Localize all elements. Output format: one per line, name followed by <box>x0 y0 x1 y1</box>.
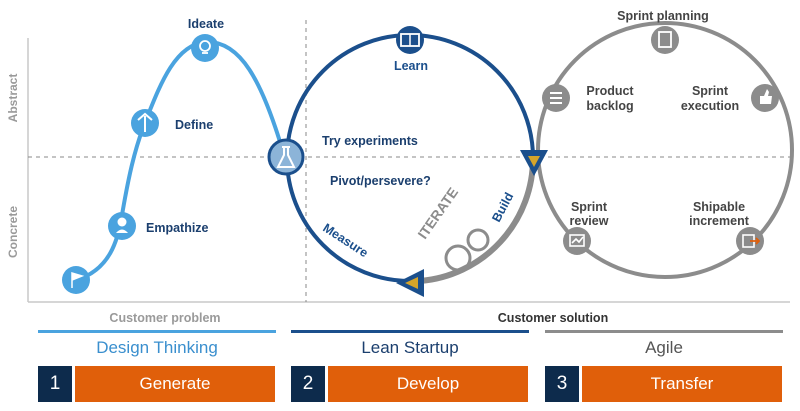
label-ideate: Ideate <box>188 17 224 31</box>
node-start <box>62 266 90 294</box>
phase-action-transfer: Transfer <box>582 366 782 402</box>
node-ideate <box>191 34 219 62</box>
phase-number-3: 3 <box>545 366 579 402</box>
node-empathize <box>108 212 136 240</box>
node-sprint-planning <box>651 26 679 54</box>
label-empathize: Empathize <box>146 221 209 235</box>
build-arc <box>419 157 537 284</box>
phase-line-design-thinking <box>38 330 276 333</box>
label-customer-solution: Customer solution <box>498 311 608 325</box>
node-learn <box>396 26 424 54</box>
phase-number-1: 1 <box>38 366 72 402</box>
axis-label-concrete: Concrete <box>6 206 20 258</box>
node-experiment <box>267 138 305 176</box>
label-define: Define <box>175 118 213 132</box>
label-customer-problem: Customer problem <box>109 311 220 325</box>
node-define <box>131 109 159 137</box>
label-pivot-persevere: Pivot/persevere? <box>330 174 431 188</box>
phase-action-develop: Develop <box>328 366 528 402</box>
lean-arrow-bottom-inner <box>405 277 418 289</box>
label-sprint-planning: Sprint planning <box>617 9 709 23</box>
iterate-loops <box>444 228 490 272</box>
label-build: Build <box>489 190 516 224</box>
label-sprint-review-2: review <box>570 214 609 228</box>
lean-arrow-top-right-inner <box>528 156 540 167</box>
node-sprint-execution <box>751 84 779 112</box>
label-learn: Learn <box>394 59 428 73</box>
iterate-label: ITERATE <box>414 184 461 241</box>
design-thinking-curve <box>75 39 286 282</box>
label-measure: Measure <box>320 221 370 260</box>
label-product-backlog-2: backlog <box>586 99 633 113</box>
phase-name-agile: Agile <box>645 338 683 357</box>
label-shipable-increment-2: increment <box>689 214 750 228</box>
node-product-backlog <box>542 84 570 112</box>
label-shipable-increment-1: Shipable <box>693 200 745 214</box>
label-sprint-execution-1: Sprint <box>692 84 729 98</box>
node-sprint-review <box>563 227 591 255</box>
phase-number-2: 2 <box>291 366 325 402</box>
node-shipable-increment <box>736 227 764 255</box>
phase-line-agile <box>545 330 783 333</box>
label-sprint-review-1: Sprint <box>571 200 608 214</box>
phase-name-design-thinking: Design Thinking <box>96 338 218 357</box>
label-try-experiments: Try experiments <box>322 134 418 148</box>
phase-action-generate: Generate <box>75 366 275 402</box>
phase-line-lean-startup <box>291 330 529 333</box>
label-sprint-execution-2: execution <box>681 99 739 113</box>
label-product-backlog-1: Product <box>586 84 634 98</box>
axis-label-abstract: Abstract <box>6 74 20 123</box>
phase-name-lean-startup: Lean Startup <box>361 338 459 357</box>
